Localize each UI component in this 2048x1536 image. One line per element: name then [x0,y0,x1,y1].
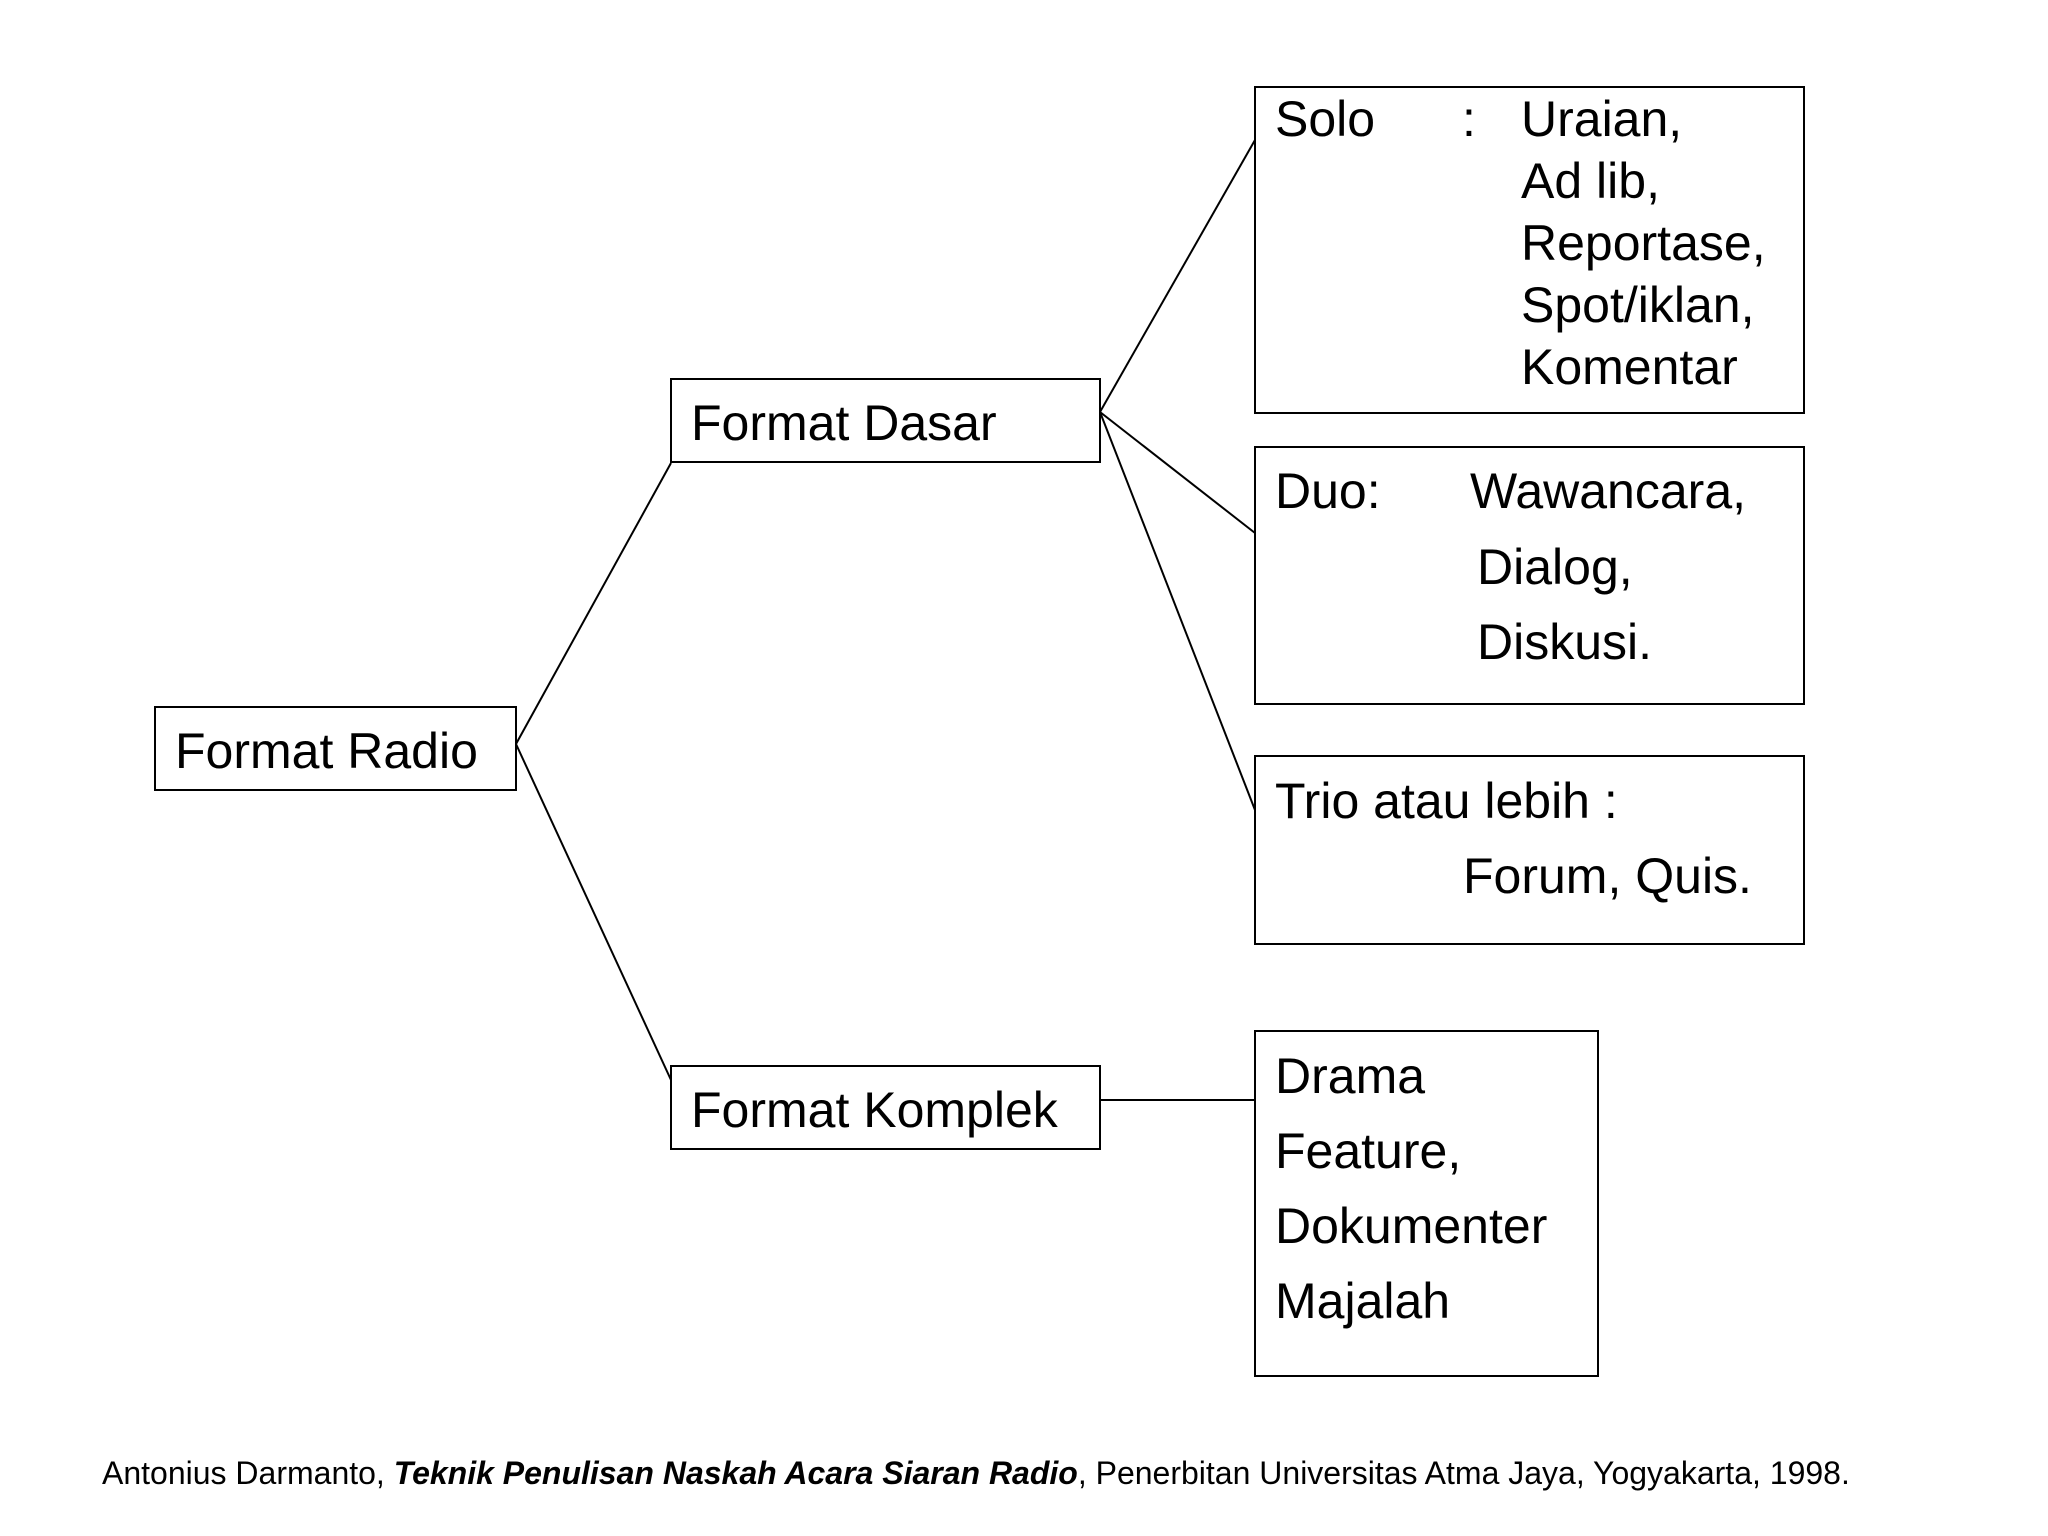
citation-author: Antonius Darmanto, [102,1455,394,1491]
node-solo-item: Komentar [1521,339,1738,395]
node-solo: Solo : Uraian, Ad lib, Reportase, Spot/i… [1254,86,1805,414]
edge-dasar-to-duo [1099,411,1256,534]
citation-title: Teknik Penulisan Naskah Acara Siaran Rad… [393,1455,1078,1491]
node-format-komplek: Format Komplek [670,1065,1101,1150]
node-solo-separator: : [1462,91,1476,147]
node-komplek-item: Dokumenter [1275,1198,1547,1254]
node-trio-item: Forum, Quis. [1463,848,1752,904]
edge-radio-to-komplek [515,743,672,1081]
node-duo-label: Duo: [1275,463,1381,519]
node-duo-item: Diskusi. [1477,614,1652,670]
node-solo-label: Solo [1275,91,1375,147]
node-format-komplek-label: Format Komplek [691,1082,1059,1138]
node-trio-label: Trio atau lebih : [1275,773,1618,829]
source-citation: Antonius Darmanto, Teknik Penulisan Nask… [102,1455,2002,1492]
node-duo-item: Dialog, [1477,539,1633,595]
edge-dasar-to-trio [1099,411,1256,811]
node-solo-item: Reportase, [1521,215,1766,271]
node-trio: Trio atau lebih : Forum, Quis. [1254,755,1805,945]
node-duo: Duo: Wawancara, Dialog, Diskusi. [1254,446,1805,705]
node-komplek-item: Majalah [1275,1273,1450,1329]
node-solo-item: Spot/iklan, [1521,277,1754,333]
citation-publisher: , Penerbitan Universitas Atma Jaya, Yogy… [1077,1455,1850,1491]
node-solo-item: Ad lib, [1521,153,1660,209]
node-komplek-item: Drama [1275,1048,1425,1104]
node-format-dasar: Format Dasar [670,378,1101,463]
node-duo-item: Wawancara, [1470,463,1746,519]
node-format-dasar-label: Format Dasar [691,395,997,451]
edge-radio-to-dasar [515,462,672,745]
node-format-radio: Format Radio [154,706,517,791]
node-komplek-items: Drama Feature, Dokumenter Majalah [1254,1030,1599,1377]
node-format-radio-label: Format Radio [175,723,478,779]
node-komplek-item: Feature, [1275,1123,1461,1179]
edge-dasar-to-solo [1099,139,1256,413]
node-solo-item: Uraian, [1521,91,1682,147]
